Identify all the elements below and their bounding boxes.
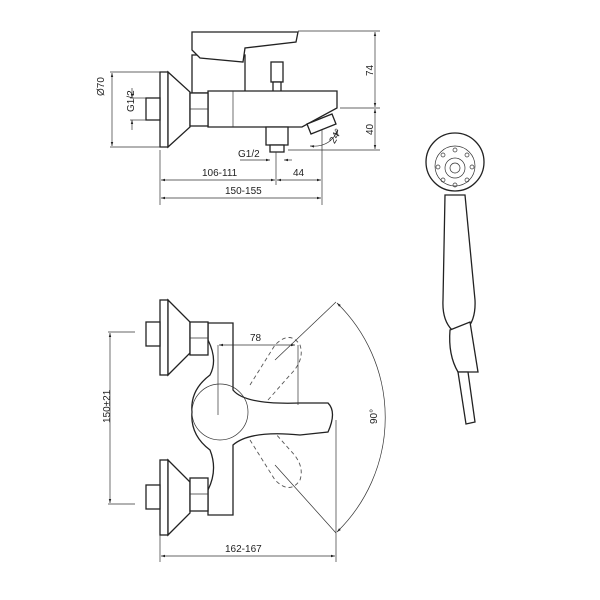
spray-nozzles xyxy=(435,147,475,188)
side-view: Ø70 G1/2 G1/2 74 40 24° 106-111 44 150-1… xyxy=(96,30,380,205)
inlet-lower xyxy=(145,458,209,537)
inlet-stub xyxy=(145,97,161,121)
dim-outlet-thread: G1/2 xyxy=(238,149,260,160)
lever-ghost-down xyxy=(249,424,302,488)
wall-flange xyxy=(159,71,169,148)
dim-lever-length: 78 xyxy=(250,333,262,344)
dim-height-bottom: 40 xyxy=(365,123,376,135)
nut xyxy=(189,92,209,127)
inlet-upper xyxy=(145,298,209,377)
wall-holder xyxy=(449,321,479,373)
dim-outlet-to-spout: 44 xyxy=(293,168,305,179)
dim-spout-angle: 24° xyxy=(328,127,345,146)
shower-handle xyxy=(442,194,476,331)
dim-height-top: 74 xyxy=(365,64,376,76)
diverter-knob xyxy=(270,61,284,83)
dim-wall-to-outlet: 106-111 xyxy=(202,168,238,179)
lever xyxy=(191,31,299,63)
top-view: 78 150±21 90° 162-167 xyxy=(102,298,386,562)
spout-nozzle xyxy=(306,113,337,135)
body xyxy=(191,322,334,516)
dimension-lines xyxy=(108,301,386,562)
dim-inlet-thread: G1/2 xyxy=(126,90,137,112)
dim-flange-diameter: Ø70 xyxy=(96,77,107,96)
flange-cone xyxy=(167,70,191,149)
hose xyxy=(457,371,476,425)
shower-head xyxy=(425,132,485,192)
dimension-lines xyxy=(110,30,380,205)
dim-total-depth: 162-167 xyxy=(225,544,262,555)
outlet xyxy=(265,126,289,146)
hand-shower xyxy=(425,132,485,425)
dim-total-depth: 150-155 xyxy=(225,186,262,197)
dim-inlet-spacing: 150±21 xyxy=(102,389,113,423)
lever-ghost-up xyxy=(249,337,302,401)
dim-lever-rotation: 90° xyxy=(369,409,380,424)
